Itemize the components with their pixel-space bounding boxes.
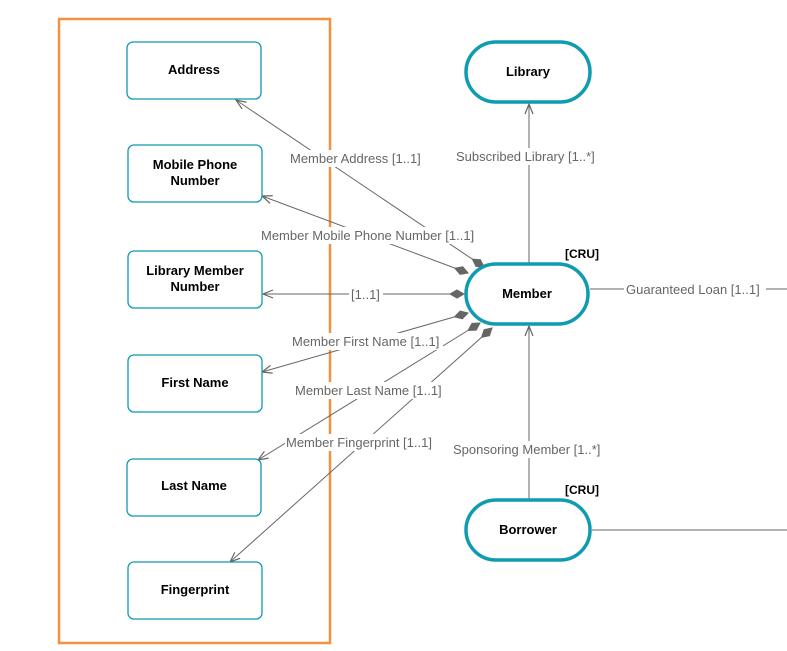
label-member-first-name: Member First Name [1..1] — [292, 334, 439, 349]
entity-library[interactable]: Library — [464, 40, 592, 104]
label-member-fingerprint: Member Fingerprint [1..1] — [286, 435, 432, 450]
label-member-address: Member Address [1..1] — [290, 151, 421, 166]
fingerprint-label: Fingerprint — [161, 582, 230, 597]
attribute-box-first-name[interactable]: First Name — [127, 354, 263, 413]
first-name-label: First Name — [161, 375, 228, 390]
attribute-box-fingerprint[interactable]: Fingerprint — [127, 561, 263, 620]
label-sponsoring-member: Sponsoring Member [1..*] — [453, 442, 600, 457]
library-member-label-line1: Library Member — [146, 263, 244, 278]
diamond-address — [471, 258, 485, 268]
diamond-last-name — [467, 322, 481, 331]
edge-labels: Member Address [1..1] Member Mobile Phon… — [260, 148, 766, 458]
member-label: Member — [502, 286, 552, 301]
library-label: Library — [506, 64, 551, 79]
selection-highlight — [57, 17, 332, 645]
attribute-box-last-name[interactable]: Last Name — [126, 458, 262, 517]
label-member-mobile-phone: Member Mobile Phone Number [1..1] — [261, 228, 474, 243]
label-guaranteed-loan: Guaranteed Loan [1..1] — [626, 282, 760, 297]
address-label: Address — [168, 62, 220, 77]
diamond-fingerprint — [480, 327, 493, 339]
diamond-first-name — [453, 310, 469, 320]
label-member-number: [1..1] — [351, 287, 380, 302]
edges — [230, 100, 787, 562]
attribute-box-address[interactable]: Address — [126, 41, 262, 100]
attribute-box-library-member-number[interactable]: Library Member Number — [127, 250, 263, 309]
label-member-last-name: Member Last Name [1..1] — [295, 383, 442, 398]
last-name-label: Last Name — [161, 478, 227, 493]
diamond-number — [448, 289, 466, 299]
entity-member[interactable]: Member — [464, 262, 590, 326]
library-member-label-line2: Number — [170, 279, 219, 294]
attribute-box-mobile-phone-number[interactable]: Mobile Phone Number — [127, 144, 263, 203]
borrower-label: Borrower — [499, 522, 557, 537]
diamond-mobile-phone — [453, 266, 469, 275]
entity-borrower[interactable]: Borrower — [464, 498, 592, 562]
composition-diamonds — [448, 258, 493, 339]
borrower-cru-tag: [CRU] — [565, 483, 599, 497]
mobile-phone-label-line2: Number — [170, 173, 219, 188]
member-cru-tag: [CRU] — [565, 247, 599, 261]
label-subscribed-library: Subscribed Library [1..*] — [456, 149, 595, 164]
mobile-phone-label-line1: Mobile Phone — [153, 157, 238, 172]
